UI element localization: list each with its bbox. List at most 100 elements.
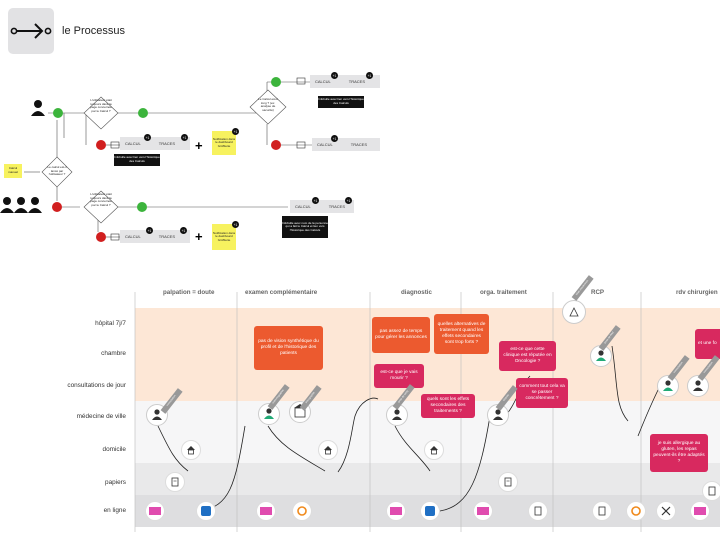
bubble-not-enough-time: pas assez de temps pour gérer les annonc… [372, 317, 430, 353]
calc-box-single-no: CALCUL TRACES [120, 137, 190, 150]
phase-diagnostic: diagnostic [401, 289, 432, 296]
plus-one-badge: +1 [144, 134, 151, 141]
doctor-icon [596, 350, 606, 361]
ameli-logo-icon [631, 506, 641, 516]
doctor-icon [663, 380, 673, 391]
doctor-icon [152, 409, 162, 420]
lane-hospital: hôpital 7j/7 [95, 320, 126, 327]
portal-logo-icon [149, 507, 161, 515]
app-ameli [292, 501, 312, 521]
doctor-icon [264, 408, 274, 419]
calc-box-long-no: CALCUL TRACES [312, 138, 380, 151]
oncologist-node [386, 404, 408, 426]
plus-sign: + [195, 138, 203, 153]
plus-one-badge: +1 [331, 72, 338, 79]
surgeon-node [657, 375, 679, 397]
lane-day-consult: consultations de jour [67, 382, 126, 389]
bubble-clinic-reputation: est-ce que cette clinique est réputée en… [499, 341, 556, 371]
multi-user-icon [0, 197, 42, 213]
single-user-icon [31, 100, 45, 116]
lane-city-medicine: médecine de ville [76, 413, 126, 420]
home-icon [324, 446, 332, 455]
tools-icon [661, 506, 671, 516]
plus-sign: + [195, 229, 203, 244]
bubble-allergy: je suis allergique au gluten, les repas … [650, 434, 708, 472]
bubble-cut-right: et une fo [695, 329, 720, 359]
doctor-icon [693, 380, 703, 391]
home-node [181, 440, 201, 460]
plus-one-badge: +1 [312, 197, 319, 204]
process-arrow-icon [10, 23, 52, 39]
app-rcp [592, 501, 612, 521]
plus-one-badge: +1 [345, 197, 352, 204]
phase-exam: examen complémentaire [245, 289, 318, 296]
single-user-question: L'utilisateur était toujours dans la pag… [90, 98, 112, 113]
home-node [424, 440, 444, 460]
document-icon [708, 486, 716, 496]
bubble-synthetic-view: pas de vision synthétique du profil et d… [254, 326, 323, 370]
home-icon [430, 446, 438, 455]
calc-launched-question: Le calcul est-il lancé par l'utilisateur… [47, 165, 67, 177]
papers-node [165, 472, 185, 492]
app-document [528, 501, 548, 521]
page-title: le Processus [62, 25, 125, 37]
app-portal [145, 501, 165, 521]
rcp-doctor-node [590, 345, 612, 367]
bubble-side-effects: quels sont les effets secondaires des tr… [421, 394, 475, 418]
portal-logo-icon [694, 507, 706, 515]
notif-note-multi: Notification dans le dashboard GridSuite [212, 224, 236, 250]
bubble-will-die: est-ce que je vais mourir ? [374, 364, 424, 388]
lane-online: en ligne [103, 507, 126, 514]
phase-rcp: RCP [591, 289, 605, 296]
papers-node [702, 481, 720, 501]
warning-icon [569, 307, 579, 317]
app-doctolib [420, 501, 440, 521]
calc-box-multi: CALCUL TRACES [290, 200, 354, 213]
plus-one-badge: +1 [232, 128, 239, 135]
plus-one-badge: +1 [331, 135, 338, 142]
lane-bg-papers [135, 463, 720, 495]
home-icon [187, 446, 195, 455]
plus-one-badge: +1 [366, 72, 373, 79]
bubble-alternatives: quelles alternatives de traitement quand… [434, 314, 489, 354]
phase-palpation: palpation = doute [163, 289, 215, 296]
lane-papers: papiers [105, 479, 126, 486]
phase-treatment: orga. traitement [480, 289, 527, 296]
rcp-node [562, 300, 586, 324]
phase-surgeon: rdv chirurgien [676, 289, 718, 296]
document-icon [504, 477, 512, 487]
app-ameli [626, 501, 646, 521]
document-icon [171, 477, 179, 487]
calc-long-question: Le Calcul est-il long ? (ex: analyse de … [258, 97, 278, 112]
papers-node [498, 472, 518, 492]
document-icon [598, 506, 606, 516]
plus-one-badge: +1 [180, 227, 187, 234]
oncologist-node-2 [487, 404, 509, 426]
history-tooltip-single: Infobulle avec lien vers l'historique de… [114, 154, 160, 166]
plus-one-badge: +1 [232, 221, 239, 228]
app-portal [386, 501, 406, 521]
lane-room: chambre [101, 350, 126, 357]
doctolib-logo-icon [425, 506, 435, 516]
bubble-how-it-goes: comment tout cela va se passer concrètem… [516, 378, 568, 408]
notif-note: Notification dans le dashboard GridSuite [212, 131, 236, 155]
doctor-icon [392, 409, 402, 420]
multi-user-question: L'utilisateur était toujours dans la pag… [90, 192, 112, 207]
manual-calc-note: Calcul manuel [4, 164, 22, 178]
app-portal [256, 501, 276, 521]
app-portal [690, 501, 710, 521]
calc-box-top: CALCUL TRACES [310, 75, 380, 88]
portal-logo-icon [477, 507, 489, 515]
app-tools [656, 501, 676, 521]
portal-logo-icon [390, 507, 402, 515]
calc-box-multi-no: CALCUL TRACES [120, 230, 190, 243]
app-doctolib [196, 501, 216, 521]
plus-one-badge: +1 [181, 134, 188, 141]
anesth-node [687, 375, 709, 397]
document-icon [534, 506, 542, 516]
history-tooltip-top: Infobulle avec lien vers l'historique de… [318, 96, 364, 108]
calc-flowchart [0, 77, 312, 242]
portal-logo-icon [260, 507, 272, 515]
ameli-logo-icon [297, 506, 307, 516]
app-portal [473, 501, 493, 521]
